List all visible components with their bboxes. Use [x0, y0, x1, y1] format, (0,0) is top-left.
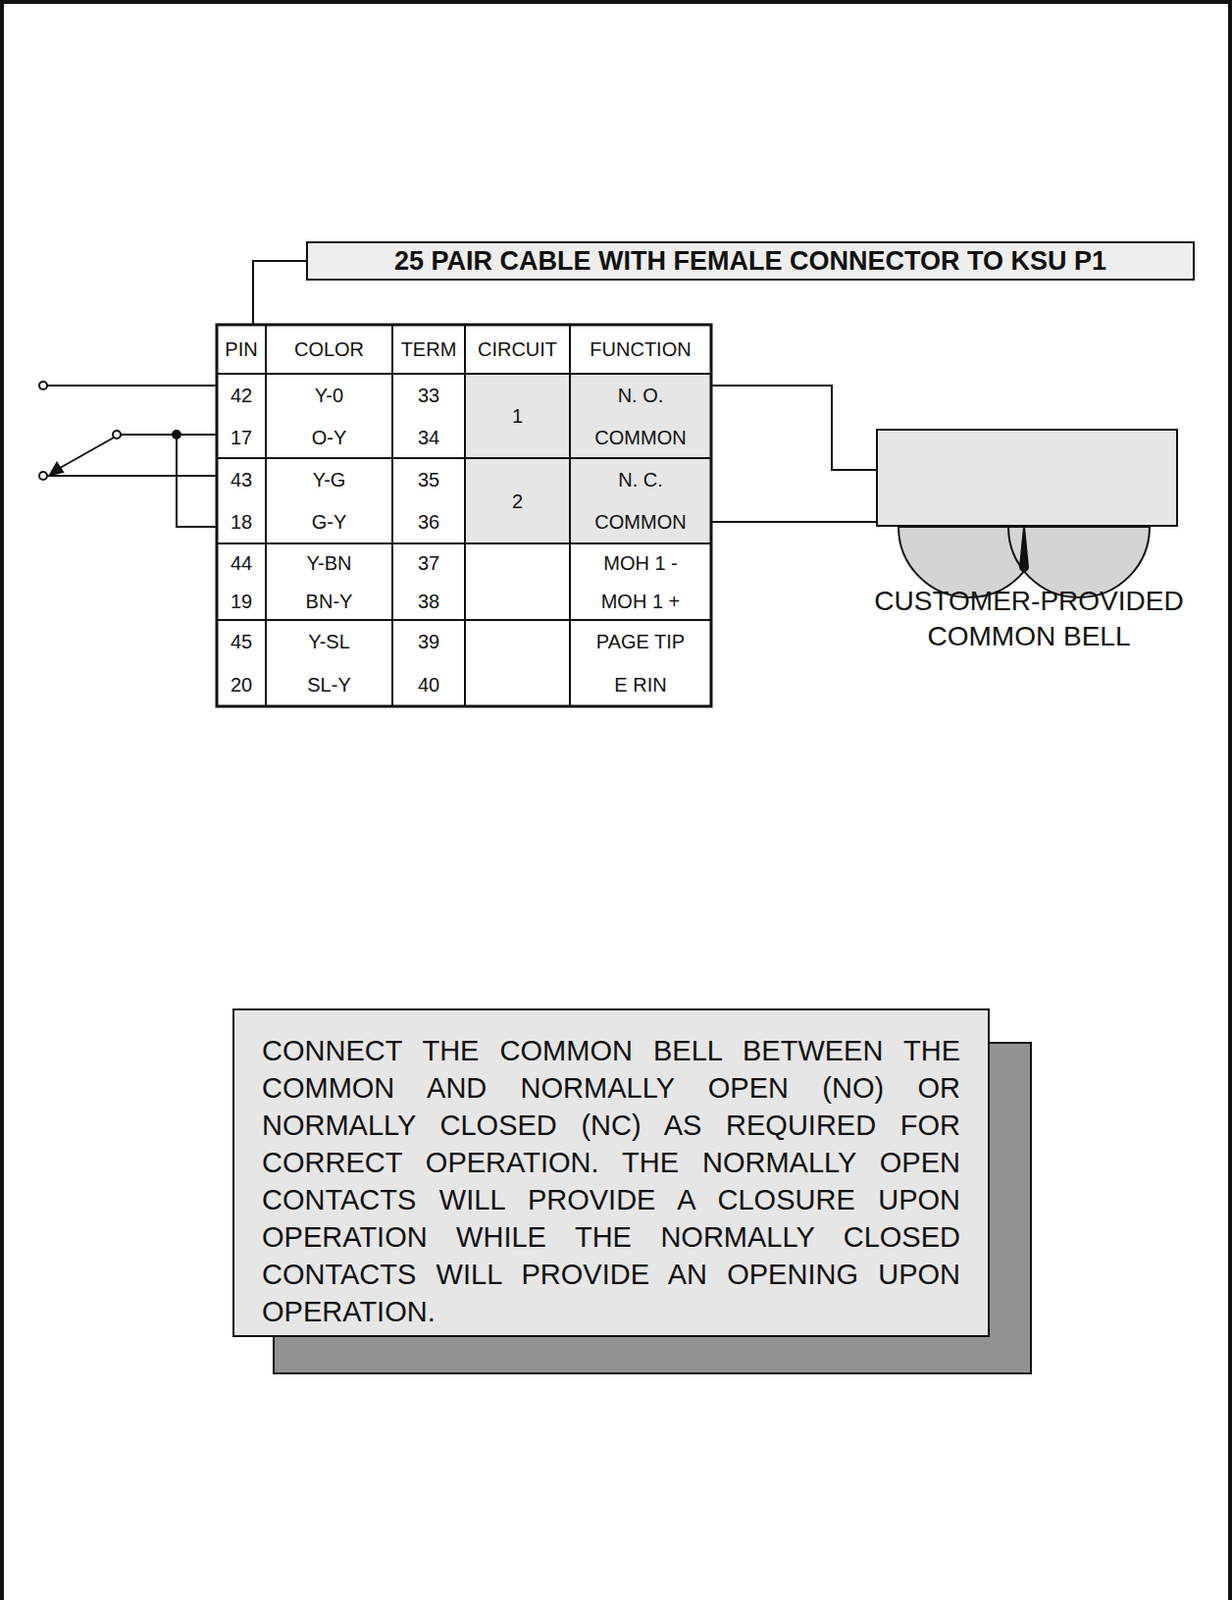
pin-number: 18	[216, 510, 266, 534]
bell-wires	[711, 385, 876, 522]
wire-color: Y-0	[265, 383, 393, 408]
pin-number: 45	[216, 629, 266, 654]
table-header: FUNCTION	[569, 337, 712, 361]
pin-number: 44	[216, 551, 266, 575]
terminal-number: 40	[392, 672, 465, 697]
terminal-number: 34	[392, 425, 465, 450]
wire-color: BN-Y	[265, 589, 393, 614]
function-name: N. C.	[569, 467, 712, 492]
cable-leader	[253, 260, 307, 325]
terminal-number: 35	[392, 467, 465, 492]
bell-label: CUSTOMER-PROVIDED COMMON BELL	[838, 583, 1220, 655]
terminal-number: 38	[392, 589, 465, 614]
pin-number: 43	[216, 467, 266, 492]
table-grid	[216, 324, 712, 707]
circuit-number: 1	[464, 404, 570, 428]
bell-box: CUSTOMER-PROVIDED COMMON BELL	[875, 428, 1179, 527]
table-header: TERM	[392, 337, 465, 361]
terminal-number: 37	[392, 551, 465, 575]
wire-color: Y-G	[265, 467, 393, 492]
note-text: CONNECT THE COMMON BELL BETWEEN THE COMM…	[261, 1031, 961, 1331]
wire-color: G-Y	[265, 510, 393, 534]
wire-color: Y-BN	[265, 551, 393, 575]
table-header: PIN	[216, 337, 266, 361]
table-header: COLOR	[265, 337, 393, 361]
relay-switch	[39, 381, 217, 527]
wire-color: SL-Y	[265, 672, 393, 697]
circuit-number: 2	[464, 489, 570, 514]
wire-color: O-Y	[265, 425, 393, 450]
pin-number: 42	[216, 383, 266, 408]
function-name: MOH 1 +	[569, 589, 712, 614]
pin-number: 17	[216, 425, 266, 450]
terminal-number: 33	[392, 383, 465, 408]
table-header: CIRCUIT	[464, 337, 570, 361]
function-name: COMMON	[569, 425, 712, 450]
pin-number: 19	[216, 589, 266, 614]
cable-title: 25 PAIR CABLE WITH FEMALE CONNECTOR TO K…	[394, 246, 1107, 277]
terminal-number: 36	[392, 510, 465, 534]
cable-title-box: 25 PAIR CABLE WITH FEMALE CONNECTOR TO K…	[306, 241, 1195, 281]
terminal-number: 39	[392, 629, 465, 654]
function-name: E RIN	[569, 672, 712, 697]
function-name: PAGE TIP	[569, 629, 712, 654]
function-name: COMMON	[569, 510, 712, 534]
wire-color: Y-SL	[265, 629, 393, 654]
function-name: MOH 1 -	[569, 551, 712, 575]
function-name: N. O.	[569, 383, 712, 408]
pin-number: 20	[216, 672, 266, 697]
note-box: CONNECT THE COMMON BELL BETWEEN THE COMM…	[232, 1008, 990, 1337]
